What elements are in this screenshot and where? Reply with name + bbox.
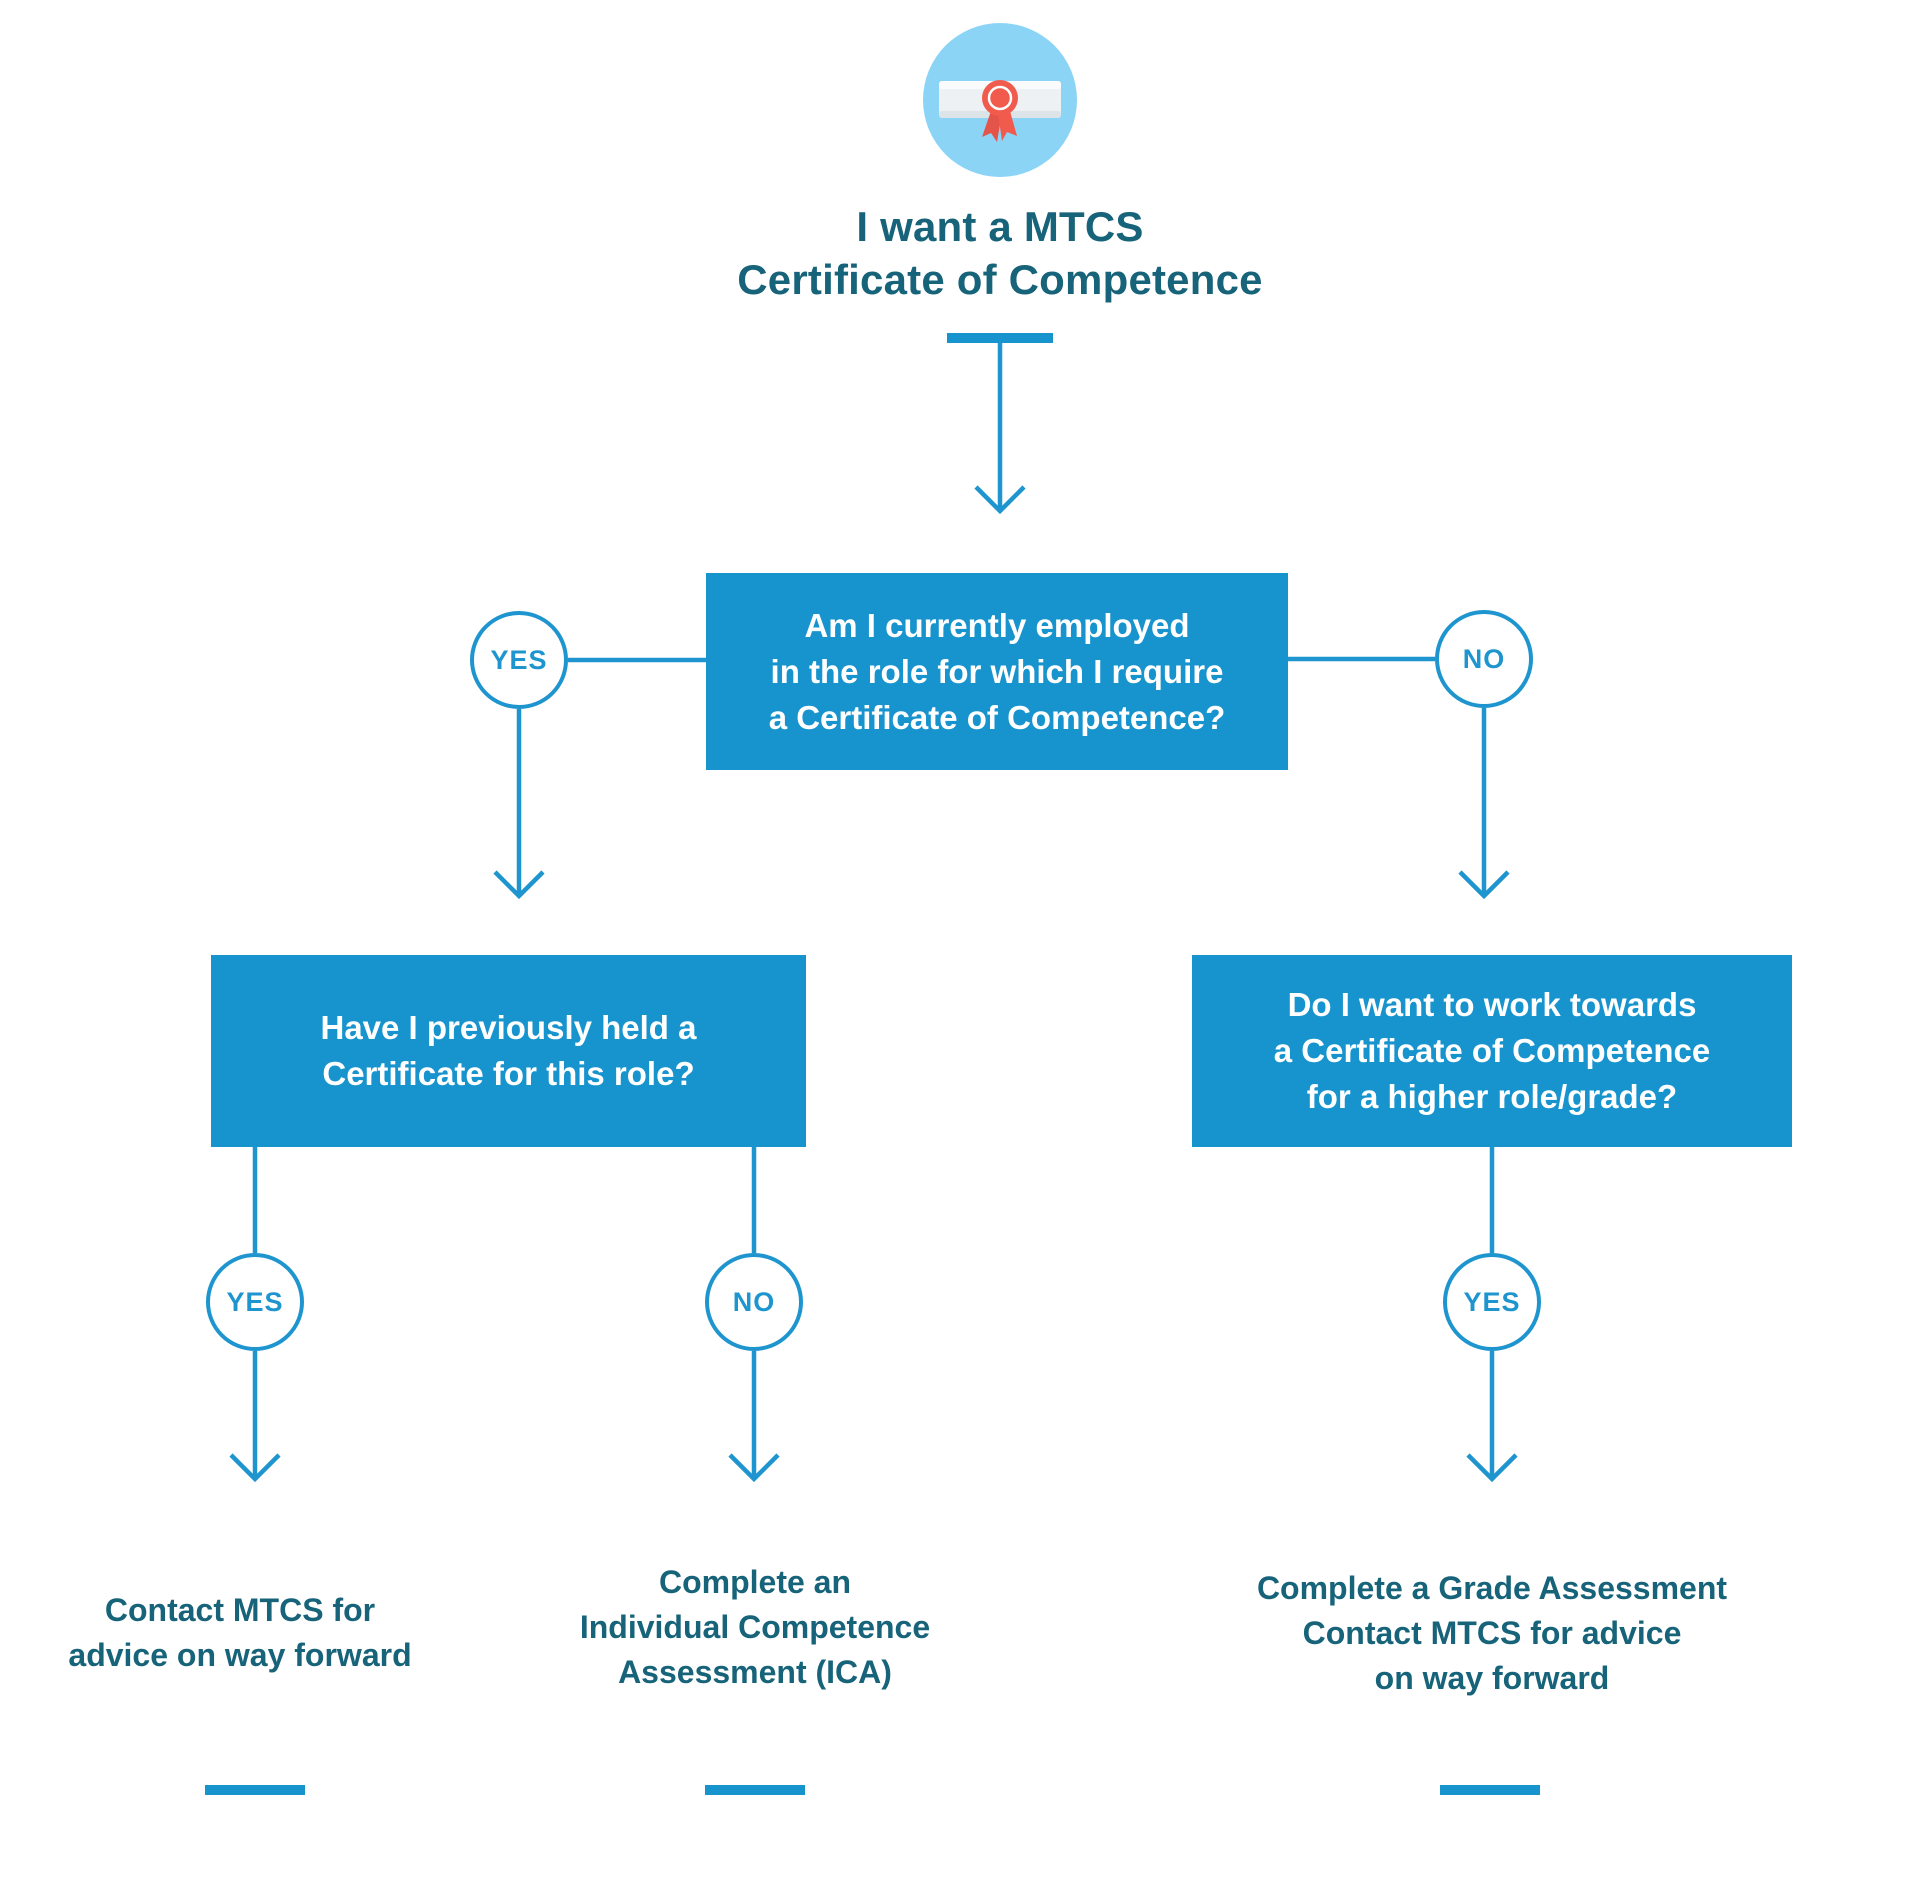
ribbon-tail-left (982, 111, 1002, 142)
branch-label-yes: YES (226, 1286, 284, 1317)
rosette (982, 80, 1018, 116)
footer-dash-1 (205, 1785, 305, 1795)
branch-label-no: NO (732, 1286, 776, 1317)
outcome-contact-mtcs: Contact MTCS for advice on way forward (68, 1592, 412, 1673)
arrowhead-down-icon (229, 1453, 281, 1483)
branch-circle-q2-yes: YES (206, 1253, 304, 1351)
branch-circle-q3-yes: YES (1443, 1253, 1541, 1351)
arrowhead-down-icon (493, 870, 545, 900)
footer-dash-3 (1440, 1785, 1540, 1795)
ribbon-tail-right (998, 111, 1017, 141)
rosette-ring (987, 85, 1013, 111)
title-divider-bar (947, 333, 1053, 343)
arrowhead-down-icon (728, 1453, 780, 1483)
outcome-complete-ica: Complete an Individual Competence Assess… (579, 1564, 931, 1690)
decision-box-higher-grade: Do I want to work towards a Certificate … (1192, 955, 1792, 1147)
branch-label-yes: YES (490, 644, 548, 675)
outcome-grade-assessment: Complete a Grade Assessment Contact MTCS… (1256, 1570, 1728, 1696)
branch-circle-q1-no: NO (1435, 610, 1533, 708)
arrowhead-down-icon (1458, 870, 1510, 900)
certificate-scroll-icon (923, 23, 1077, 177)
footer-dash-2 (705, 1785, 805, 1795)
certificate-scroll-graphic (939, 80, 1061, 142)
branch-circle-q2-no: NO (705, 1253, 803, 1351)
arrowhead-down-icon (1466, 1453, 1518, 1483)
branch-label-no: NO (1462, 643, 1506, 674)
decision-box-employment: Am I currently employed in the role for … (706, 573, 1288, 770)
branch-label-yes: YES (1463, 1286, 1521, 1317)
decision-box-previous-certificate: Have I previously held a Certificate for… (211, 955, 806, 1147)
arrowhead-down-icon (974, 485, 1026, 515)
branch-circle-q1-yes: YES (470, 611, 568, 709)
page-title: I want a MTCS Certificate of Competence (737, 203, 1263, 303)
